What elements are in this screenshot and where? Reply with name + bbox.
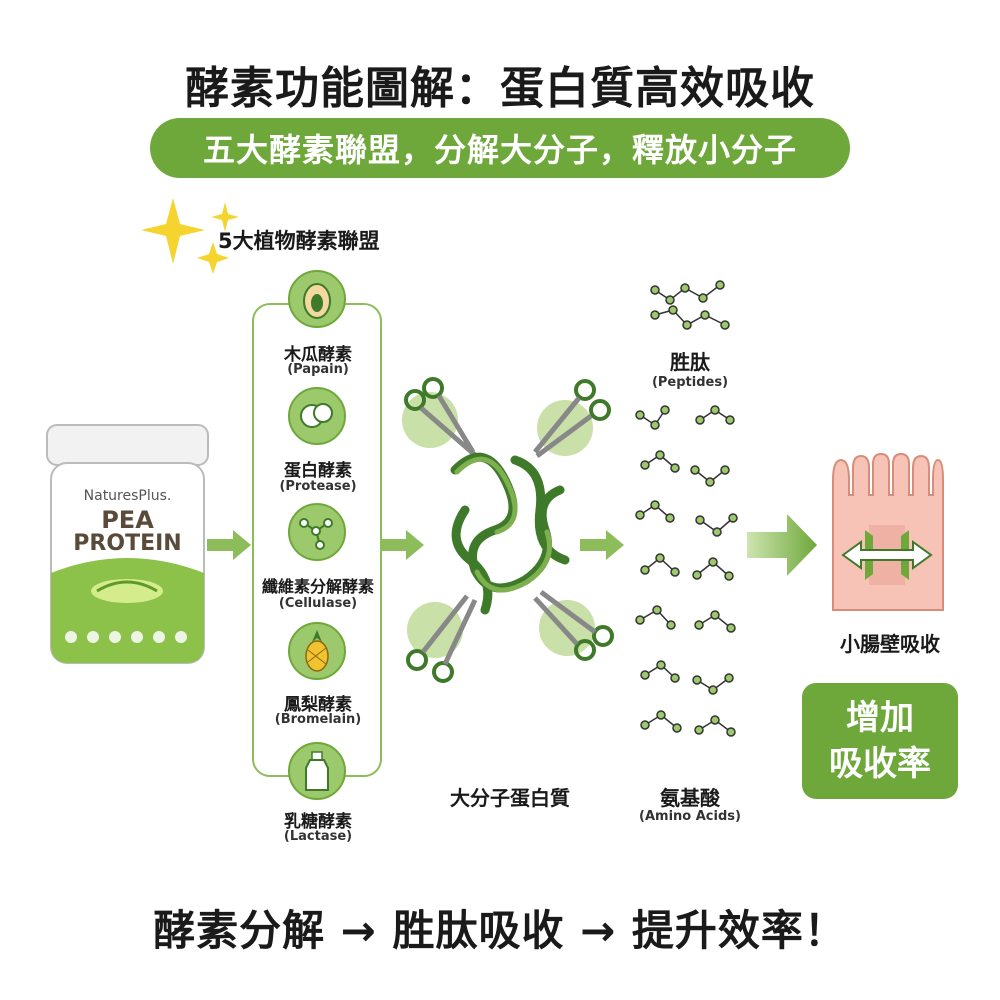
enzyme-sub: (Papain) bbox=[287, 362, 349, 377]
footer-tagline: 酵素分解 → 胜肽吸收 → 提升效率！ bbox=[153, 906, 847, 955]
peptide-chain bbox=[650, 280, 730, 330]
enzyme-name: 蛋白酵素 bbox=[284, 461, 352, 481]
enzyme-sub: (Lactase) bbox=[283, 829, 353, 844]
pea-protein-jar bbox=[46, 424, 209, 664]
product-brand: NaturesPlus. bbox=[83, 488, 172, 504]
protein-icon bbox=[300, 403, 333, 428]
banner-text: 五大酵素聯盟，分解大分子，釋放小分子 bbox=[202, 131, 797, 169]
pineapple-icon bbox=[305, 630, 329, 672]
enzyme-name: 乳糖酵素 bbox=[284, 812, 352, 832]
enzyme-icon-circle bbox=[288, 742, 346, 800]
enzyme-icon-circle bbox=[288, 387, 346, 445]
page-title: 酵素功能圖解：蛋白質高效吸收 bbox=[185, 63, 815, 114]
absorb-arrow-icon bbox=[841, 540, 933, 570]
boost-badge: 增加 吸收率 bbox=[802, 683, 958, 799]
peptide-amino-illustration bbox=[635, 280, 738, 737]
alliance-label: 5大植物酵素聯盟 bbox=[218, 229, 380, 253]
scissors-icon bbox=[406, 594, 478, 683]
macro-protein-illustration bbox=[402, 377, 614, 683]
intestine-label: 小腸壁吸收 bbox=[840, 632, 940, 656]
arrow-icon bbox=[580, 530, 624, 560]
enzyme-icon-circle bbox=[288, 622, 346, 680]
enzyme-sub: (Protease) bbox=[279, 479, 357, 494]
papaya-icon bbox=[303, 283, 331, 319]
enzyme-name: 木瓜酵素 bbox=[284, 345, 352, 365]
product-line1: PEA bbox=[101, 506, 154, 534]
enzyme-icon-circle bbox=[288, 270, 346, 328]
product-line2: PROTEIN bbox=[73, 531, 182, 556]
arrow-icon bbox=[207, 530, 251, 560]
intestine-wall-illustration bbox=[832, 452, 944, 611]
milk-bottle-icon bbox=[305, 751, 329, 791]
macro-protein-label: 大分子蛋白質 bbox=[450, 786, 570, 810]
enzyme-sub: (Bromelain) bbox=[274, 712, 362, 727]
enzyme-icon-circle bbox=[288, 503, 346, 561]
scissors-icon bbox=[402, 377, 477, 457]
subtitle-banner: 五大酵素聯盟，分解大分子，釋放小分子 bbox=[150, 118, 850, 178]
peptide-label: 胜肽 bbox=[670, 350, 710, 374]
sparkle-icon bbox=[141, 198, 239, 274]
boost-line2: 吸收率 bbox=[829, 744, 931, 784]
scissors-icon bbox=[533, 589, 614, 661]
arrow-icon bbox=[380, 530, 424, 560]
enzyme-sub: (Cellulase) bbox=[278, 596, 358, 611]
amino-acid-label: 氨基酸 bbox=[660, 786, 720, 810]
amino-acid-cluster bbox=[635, 405, 738, 737]
peptide-sub: (Peptides) bbox=[651, 375, 729, 390]
amino-acid-sub: (Amino Acids) bbox=[639, 809, 741, 824]
big-arrow-icon bbox=[747, 514, 817, 576]
enzyme-name: 鳳梨酵素 bbox=[284, 695, 352, 715]
enzyme-name: 纖維素分解酵素 bbox=[261, 577, 374, 596]
scissors-icon bbox=[533, 379, 611, 459]
boost-line1: 增加 bbox=[846, 698, 914, 738]
molecule-icon bbox=[299, 518, 333, 550]
